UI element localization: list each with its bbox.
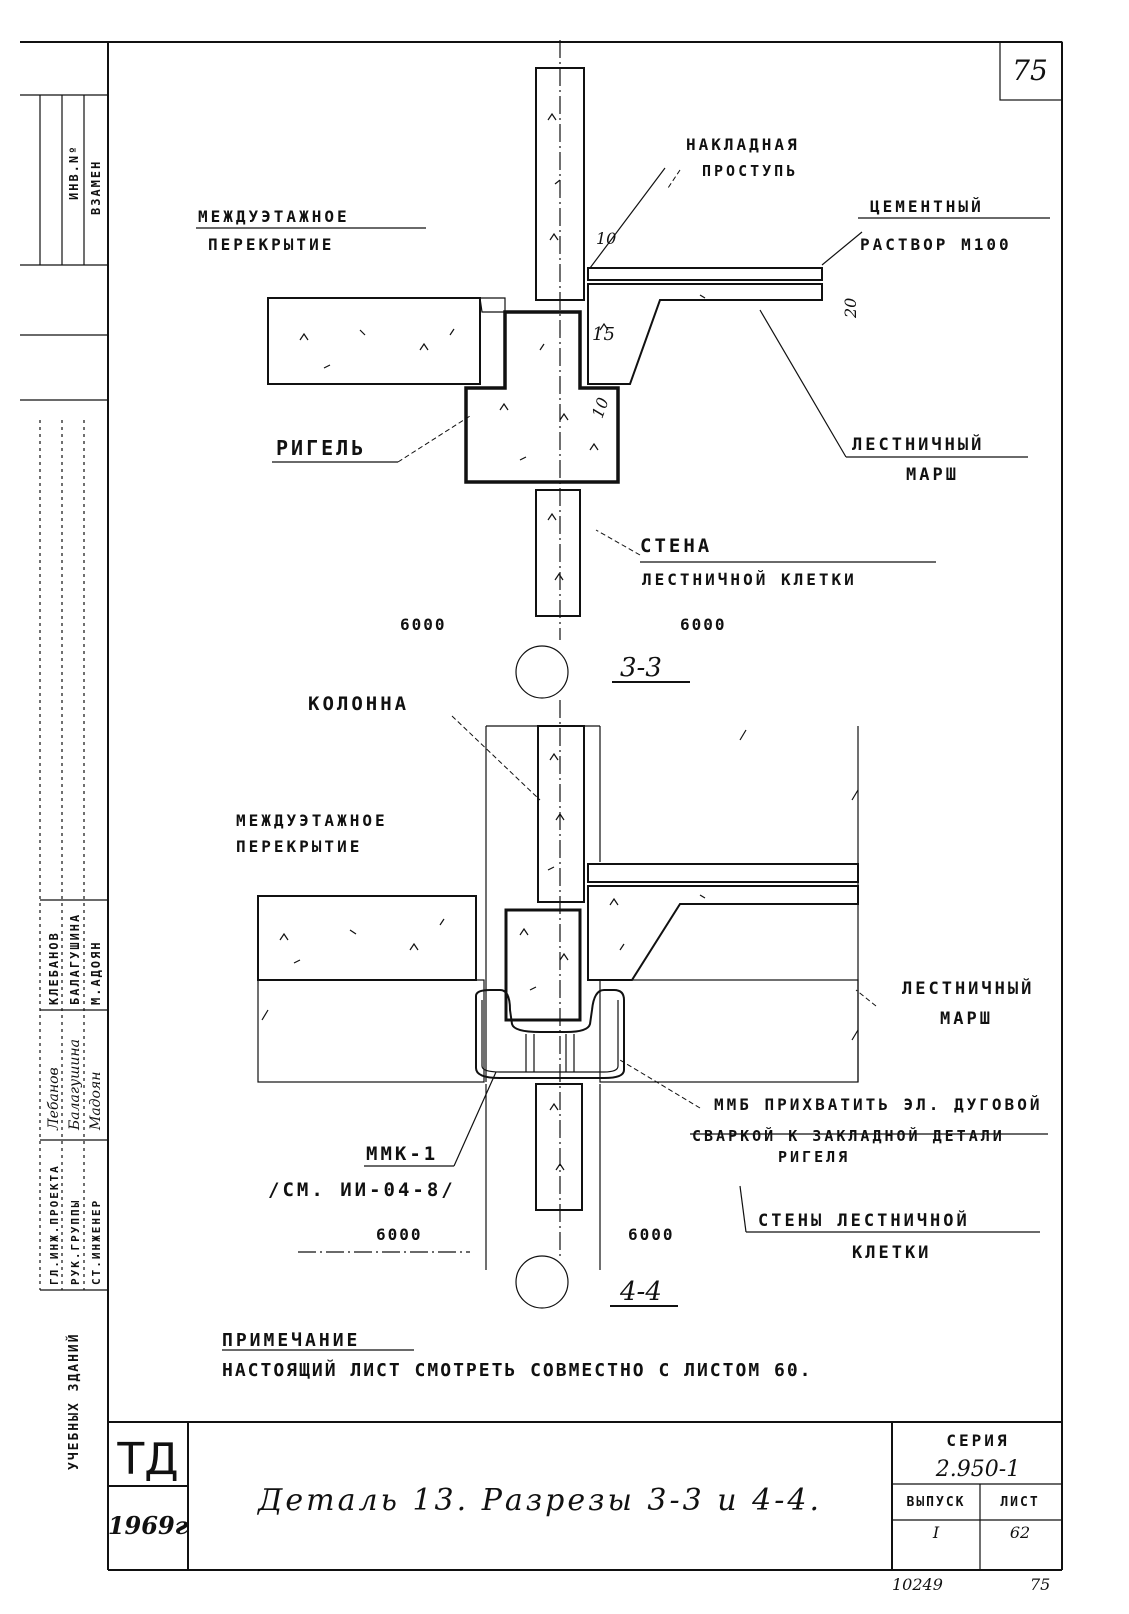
section-label-4: 4-4 [619,1277,662,1307]
note-text: НАСТОЯЩИЙ ЛИСТ СМОТРЕТЬ СОВМЕСТНО С ЛИСТ… [222,1359,813,1381]
note-block: ПРИМЕЧАНИЕ НАСТОЯЩИЙ ЛИСТ СМОТРЕТЬ СОВМЕ… [222,1330,813,1381]
label-walls-1: СТЕНЫ ЛЕСТНИЧНОЙ [758,1209,970,1231]
axis-marker-3 [515,645,569,699]
sheet-value: 62 [1010,1523,1030,1542]
section-3-3-labels: НАКЛАДНАЯ ПРОСТУПЬ МЕЖДУЭТАЖНОЕ ПЕРЕКРЫТ… [198,135,1012,683]
issue-value: I [932,1523,940,1542]
signature-3: Мадоян [88,1072,104,1131]
signature-2: Балагушина [67,1039,83,1131]
label-walls-2: КЛЕТКИ [852,1243,931,1263]
dim-15: 15 [592,324,615,345]
page-number-box: 75 [999,41,1063,101]
series-value: 2.950-1 [935,1457,1020,1482]
stamp-td: ТД [116,1434,178,1485]
section-3-3-drawing: 10 20 15 10 6000 6000 [196,40,1050,699]
section-4-4-drawing: 6000 6000 [257,700,1048,1309]
series-label: СЕРИЯ [946,1431,1009,1450]
label-perekrytie-2-4: ПЕРЕКРЫТИЕ [236,837,362,856]
name-3: М.АДОЯН [89,940,103,1005]
label-perekrytie-2-3: ПЕРЕКРЫТИЕ [208,235,334,254]
label-mmk-1: ММК-1 [366,1143,438,1165]
dim-left-3: 6000 [400,615,447,634]
issue-label: ВЫПУСК [907,1495,966,1510]
label-mmb-1: ММБ ПРИХВАТИТЬ ЭЛ. ДУГОВОЙ [714,1095,1042,1114]
sheet-frame [20,41,1063,1571]
label-nakladnaya: НАКЛАДНАЯ [686,135,800,154]
label-wall-1: СТЕНА [640,535,712,557]
label-perekrytie-1-3: МЕЖДУЭТАЖНОЕ [198,207,350,226]
label-cement-1: ЦЕМЕНТНЫЙ [870,197,984,216]
dim-left-4: 6000 [376,1225,423,1244]
inv-no-label: ИНВ.Nº [67,145,81,200]
axis-marker-4 [515,1255,569,1309]
role-1: ГЛ.ИНЖ.ПРОЕКТА [48,1164,61,1285]
name-2: БАЛАГУШИНА [68,913,82,1005]
label-mmk-2: /СМ. ИИ-04-8/ [268,1179,456,1201]
section-4-4-labels: КОЛОННА МЕЖДУЭТАЖНОЕ ПЕРЕКРЫТИЕ ЛЕСТНИЧН… [236,693,1042,1307]
vzamen-label: ВЗАМЕН [89,160,103,215]
signature-1: Лебанов [46,1067,62,1131]
sheet-title: Деталь 13. Разрезы 3-3 и 4-4. [256,1483,822,1518]
dim-right-4: 6000 [628,1225,675,1244]
label-cement-2: РАСТВОР М100 [860,235,1012,254]
label-march-1-3: ЛЕСТНИЧНЫЙ [852,433,984,455]
sheet-label: ЛИСТ [1000,1495,1039,1510]
archive-number: 10249 [892,1575,943,1594]
role-3: СТ.ИНЖЕНЕР [90,1199,103,1285]
building-label: УЧЕБНЫХ ЗДАНИЙ [66,1332,82,1470]
label-march-1-4: ЛЕСТНИЧНЫЙ [902,977,1034,999]
dim-20: 20 [841,298,860,319]
role-2: РУК.ГРУППЫ [69,1199,82,1285]
side-stamp: ИНВ.Nº ВЗАМЕН ГЛ.ИНЖ.ПРОЕКТА РУК.ГРУППЫ … [20,94,108,1470]
note-heading: ПРИМЕЧАНИЕ [222,1330,360,1351]
stamp-year: 1969г [108,1511,189,1540]
label-perekrytie-1-4: МЕЖДУЭТАЖНОЕ [236,811,388,830]
section-label-3: 3-3 [620,653,662,683]
label-march-2-4: МАРШ [940,1009,993,1029]
label-mmb-3: РИГЕЛЯ [778,1148,850,1166]
title-block: ТД 1969г Деталь 13. Разрезы 3-3 и 4-4. С… [108,1421,1062,1594]
label-rigel: РИГЕЛЬ [276,436,366,460]
dim-right-3: 6000 [680,615,727,634]
name-1: КЛЕБАНОВ [47,931,61,1005]
label-march-2-3: МАРШ [906,465,959,485]
label-prostup: ПРОСТУПЬ [702,162,798,180]
dim-10a: 10 [596,229,616,248]
label-wall-2: ЛЕСТНИЧНОЙ КЛЕТКИ [642,570,857,589]
label-kolonna: КОЛОННА [308,693,409,715]
label-mmb-2: СВАРКОЙ К ЗАКЛАДНОЙ ДЕТАЛИ [692,1126,1005,1145]
page-number: 75 [1012,54,1048,87]
archive-page: 75 [1030,1575,1050,1594]
